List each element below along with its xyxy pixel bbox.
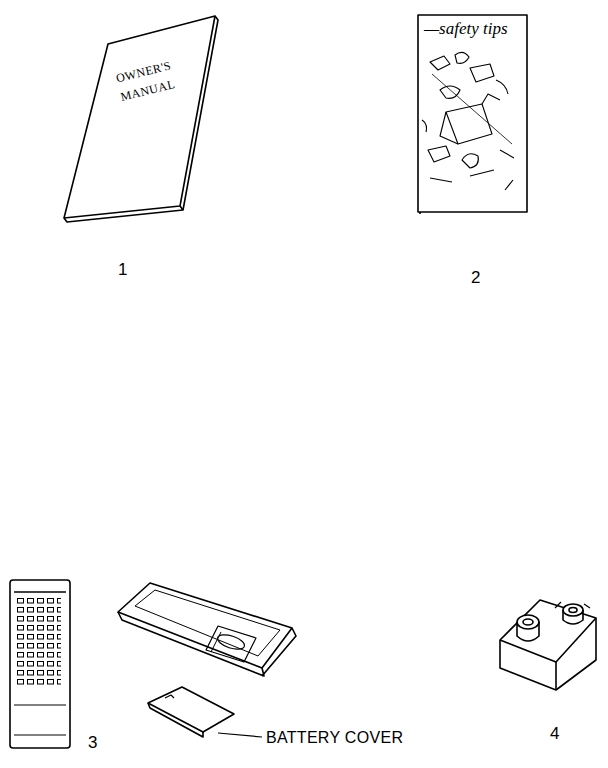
callout-number: 4 [550,725,559,744]
booklet-title: —safety tips [424,20,508,39]
callout-number: 2 [471,269,480,288]
callout-number: 3 [88,734,97,753]
part-name: BATTERY COVER [266,729,403,747]
callout-number: 1 [118,261,127,280]
